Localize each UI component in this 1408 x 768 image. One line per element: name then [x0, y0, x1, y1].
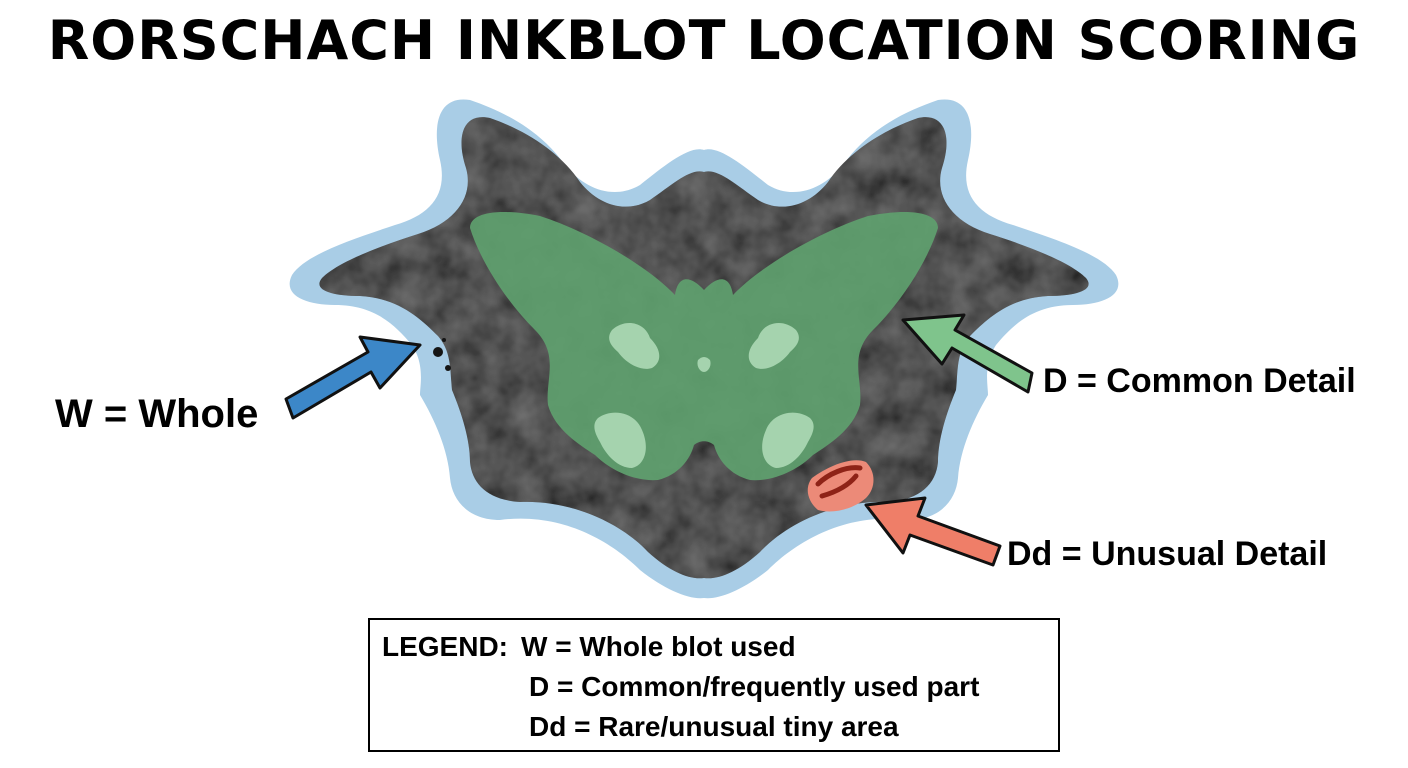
legend-item: Dd = Rare/unusual tiny area: [529, 711, 899, 742]
legend-title: LEGEND:: [382, 631, 508, 662]
legend-item: W = Whole blot used: [521, 631, 796, 662]
whole-arrow: [284, 335, 422, 420]
common-arrow: [901, 313, 1034, 394]
common-detail-label: D = Common Detail: [1043, 362, 1356, 400]
legend-item: D = Common/frequently used part: [529, 671, 980, 702]
common-detail-highlight: [470, 212, 938, 481]
unusual-detail-mark: [815, 465, 863, 499]
common-detail-spot: [594, 412, 646, 468]
whole-label: W = Whole: [55, 392, 259, 436]
legend-box: LEGEND: W = Whole blot used D = Common/f…: [368, 618, 1060, 752]
page-title: RORSCHACH INKBLOT LOCATION SCORING: [47, 9, 1361, 72]
ink-splatter: [442, 338, 446, 342]
unusual-arrow: [864, 496, 1002, 567]
ink-splatter: [445, 365, 451, 371]
common-detail-spot: [609, 323, 660, 369]
common-detail-spot: [748, 323, 799, 369]
common-detail-spot: [697, 357, 711, 372]
ink-splatter: [433, 347, 443, 357]
unusual-detail-label: Dd = Unusual Detail: [1007, 535, 1328, 573]
common-detail-spot: [762, 412, 814, 468]
